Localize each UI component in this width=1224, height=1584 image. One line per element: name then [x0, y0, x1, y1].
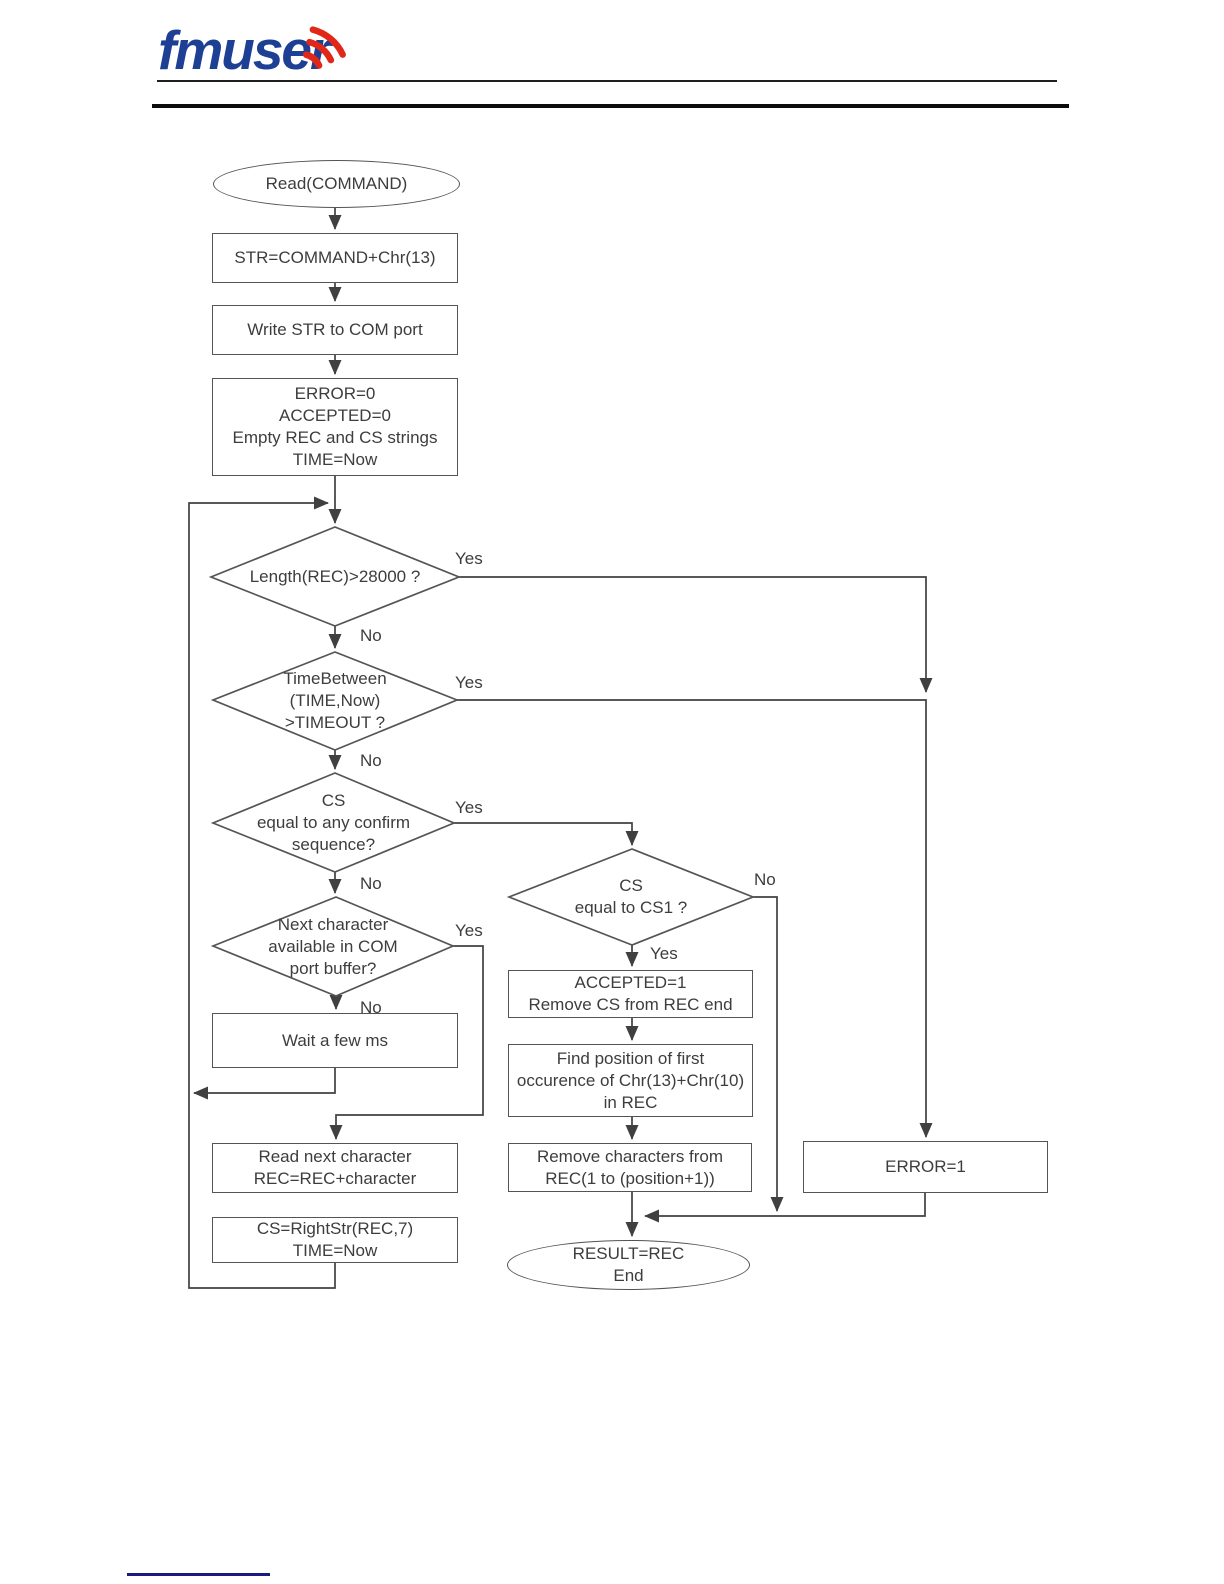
node-text-line: STR=COMMAND+Chr(13)	[234, 248, 436, 267]
edge-loop-back	[188, 496, 336, 1289]
edge-nextchar-yes	[329, 945, 484, 1140]
node-start: Read(COMMAND)	[213, 160, 460, 208]
label-confirm-yes: Yes	[455, 798, 483, 817]
node-text-line: ERROR=1	[885, 1157, 966, 1176]
node-text-line: Read next character	[258, 1147, 412, 1166]
node-text-line: in REC	[603, 1092, 658, 1112]
node-text-line: Length(REC)>28000 ?	[249, 566, 421, 586]
node-text-line: Remove characters from	[536, 1146, 724, 1166]
label-confirm-no: No	[360, 874, 382, 893]
label-nextchar-yes: Yes	[455, 921, 483, 940]
node-text-line: sequence?	[291, 834, 376, 854]
signal-waves-icon	[302, 26, 346, 69]
edge-confirm-yes	[454, 822, 639, 846]
node-next-char-check-text: Next character available in COM port buf…	[213, 897, 453, 996]
signal-wave-large	[309, 26, 346, 58]
label-timeout-yes: Yes	[455, 673, 483, 692]
label-cs1-no: No	[754, 870, 776, 889]
node-cs1-check-text: CS equal to CS1 ?	[509, 849, 753, 945]
label-timeout-no: No	[360, 751, 382, 770]
node-text-line: RESULT=REC	[572, 1244, 685, 1263]
flowchart-connectors	[188, 208, 933, 1289]
fmuser-logo: fmuser	[158, 19, 346, 78]
node-text-line: Next character	[277, 914, 389, 934]
header-rule-thick	[152, 104, 1069, 108]
diamond-next-char-check	[210, 896, 456, 997]
node-read-char: Read next character REC=REC+character	[212, 1143, 458, 1193]
node-text-line: >TIMEOUT ?	[284, 713, 386, 732]
diamond-confirm-check	[210, 772, 457, 873]
node-text-line: port buffer?	[289, 958, 377, 978]
node-text-line: equal to CS1 ?	[574, 898, 688, 917]
node-text-line: ACCEPTED=1	[574, 973, 687, 992]
node-text-line: Remove CS from REC end	[528, 995, 733, 1014]
node-text-line: CS	[321, 790, 346, 810]
node-timeout-check-text: TimeBetween (TIME,Now) >TIMEOUT ?	[213, 652, 457, 750]
node-text-line: ACCEPTED=0	[279, 406, 391, 425]
diamond-timeout-check	[210, 651, 460, 751]
node-confirm-check-text: CS equal to any confirm sequence?	[213, 773, 454, 872]
node-end: RESULT=REC End	[507, 1240, 750, 1290]
node-accepted: ACCEPTED=1 Remove CS from REC end	[508, 970, 753, 1018]
decision-diamonds	[208, 526, 756, 997]
node-text-line: TIME=Now	[292, 450, 378, 469]
label-length-no: No	[360, 626, 382, 645]
node-wait: Wait a few ms	[212, 1013, 458, 1068]
node-text-line: REC=REC+character	[253, 1169, 417, 1188]
edge-error-to-end	[644, 1192, 926, 1223]
node-text-line: available in COM	[268, 936, 398, 956]
node-set-str: STR=COMMAND+Chr(13)	[212, 233, 458, 283]
node-init: ERROR=0 ACCEPTED=0 Empty REC and CS stri…	[212, 378, 458, 476]
diamond-length-check	[208, 526, 462, 627]
label-cs1-yes: Yes	[650, 944, 678, 963]
edge-length-yes	[459, 576, 933, 693]
label-nextchar-no: No	[360, 998, 382, 1017]
node-text-line: ERROR=0	[294, 384, 376, 403]
edge-timeout-yes-to-error	[457, 699, 933, 1138]
signal-wave-medium	[306, 38, 335, 64]
edge-cs1-no	[753, 896, 784, 1212]
node-set-cs: CS=RightStr(REC,7) TIME=Now	[212, 1217, 458, 1263]
node-text-line: TIME=Now	[292, 1241, 378, 1260]
node-text-line: CS=RightStr(REC,7)	[256, 1219, 414, 1238]
node-text-line: REC(1 to (position+1))	[545, 1168, 715, 1188]
node-text-line: occurence of Chr(13)+Chr(10)	[516, 1070, 745, 1090]
node-text-line: End	[613, 1266, 644, 1285]
node-remove-chars: Remove characters from REC(1 to (positio…	[508, 1143, 752, 1192]
fmuser-logo-text: fmuser	[158, 19, 334, 78]
footer-rule	[127, 1573, 270, 1576]
node-text-line: Write STR to COM port	[247, 320, 423, 339]
node-text-line: Empty REC and CS strings	[232, 428, 438, 447]
edge-wait-to-loop	[193, 1068, 336, 1100]
node-text-line: Find position of first	[556, 1048, 705, 1068]
diamond-cs1-check	[506, 848, 756, 946]
node-error: ERROR=1	[803, 1141, 1048, 1193]
node-text-line: equal to any confirm	[256, 812, 411, 832]
node-text-line: Read(COMMAND)	[265, 174, 408, 193]
header-rule-thin	[157, 80, 1057, 82]
node-text-line: Wait a few ms	[281, 1030, 389, 1050]
node-find-pos: Find position of first occurence of Chr(…	[508, 1044, 753, 1117]
node-write-com: Write STR to COM port	[212, 305, 458, 355]
node-text-line: TimeBetween	[283, 669, 387, 688]
signal-wave-small	[302, 51, 323, 69]
label-length-yes: Yes	[455, 549, 483, 568]
node-length-check-text: Length(REC)>28000 ?	[211, 527, 459, 626]
node-text-line: CS	[619, 876, 643, 895]
node-text-line: (TIME,Now)	[289, 691, 381, 710]
